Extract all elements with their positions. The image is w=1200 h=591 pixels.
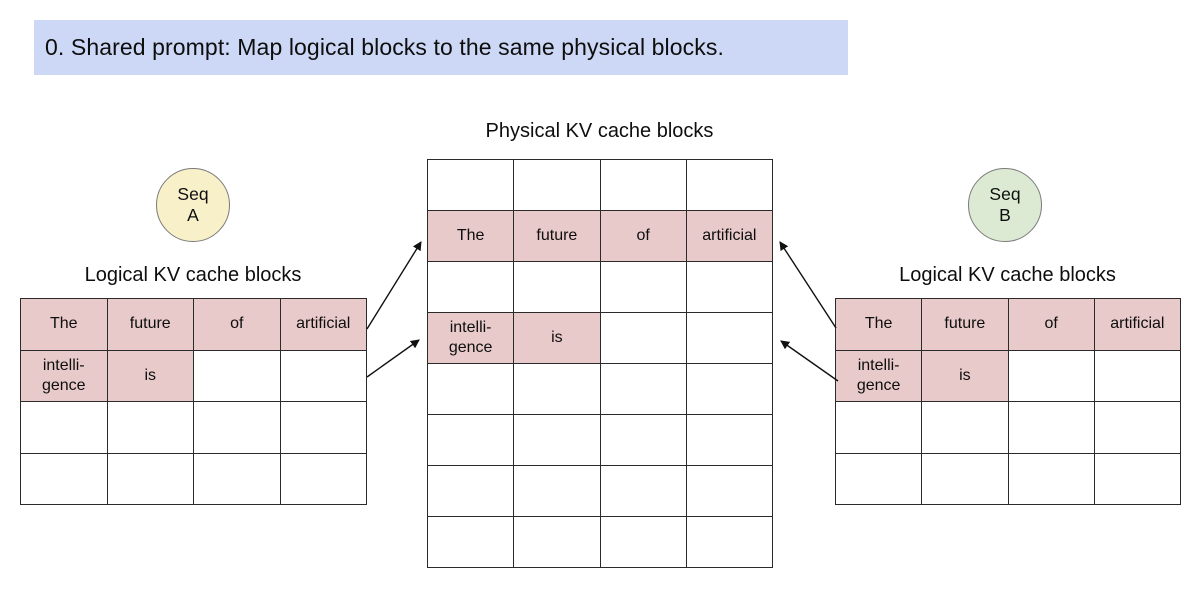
kv-block-cell-empty [686, 313, 773, 364]
kv-block-cell-filled: future [922, 299, 1009, 351]
kv-block-cell-empty [514, 262, 601, 313]
kv-block-cell-empty [1094, 453, 1181, 505]
kv-block-cell-empty [194, 402, 281, 454]
kv-block-cell-filled: The [836, 299, 923, 351]
logical-table-a-title: Logical KV cache blocks [84, 264, 302, 286]
kv-block-cell-filled: The [428, 211, 515, 262]
kv-block-cell-empty [428, 364, 515, 415]
title-banner-text: 0. Shared prompt: Map logical blocks to … [45, 34, 724, 60]
kv-block-cell-filled: is [107, 350, 194, 402]
kv-block-cell-empty [836, 453, 923, 505]
kv-block-cell-filled: intelli- gence [428, 313, 515, 364]
kv-block-cell-empty [686, 415, 773, 466]
kv-block-cell-empty [514, 415, 601, 466]
seq-a-label-line1: Seq [177, 183, 209, 204]
kv-block-cell-empty [21, 453, 108, 505]
kv-block-cell-empty [600, 313, 687, 364]
kv-block-cell-empty [514, 466, 601, 517]
kv-block-cell-empty [686, 160, 773, 211]
kv-block-cell-empty [600, 262, 687, 313]
kv-block-cell-filled: The [21, 299, 108, 351]
kv-block-cell-empty [686, 364, 773, 415]
seq-a-label-line2: A [187, 205, 199, 225]
kv-block-cell-empty [836, 402, 923, 454]
seq-b-label-line2: B [999, 205, 1011, 225]
kv-block-cell-empty [686, 466, 773, 517]
kv-block-cell-empty [600, 415, 687, 466]
kv-block-cell-empty [1008, 350, 1095, 402]
kv-block-cell-empty [280, 453, 367, 505]
kv-block-cell-empty [600, 517, 687, 568]
kv-block-cell-empty [21, 402, 108, 454]
kv-block-cell-empty [600, 364, 687, 415]
kv-block-cell-empty [1094, 402, 1181, 454]
kv-block-cell-filled: artificial [1094, 299, 1181, 351]
kv-block-cell-empty [428, 517, 515, 568]
arrow-seqB-block0-to-physical1 [779, 241, 837, 329]
kv-block-cell-filled: of [194, 299, 281, 351]
kv-block-cell-empty [514, 160, 601, 211]
kv-block-cell-filled: is [514, 313, 601, 364]
kv-block-cell-empty [1008, 453, 1095, 505]
kv-block-cell-filled: of [600, 211, 687, 262]
kv-block-cell-empty [107, 402, 194, 454]
kv-block-cell-empty [686, 262, 773, 313]
arrow-seqB-block1-to-physical3 [780, 340, 839, 382]
kv-block-cell-filled: intelli- gence [21, 350, 108, 402]
kv-block-cell-empty [280, 350, 367, 402]
seq-a-badge: Seq A [156, 168, 230, 242]
kv-block-cell-empty [600, 160, 687, 211]
kv-block-cell-filled: of [1008, 299, 1095, 351]
arrow-seqA-block1-to-physical3 [366, 339, 420, 378]
seq-b-label-line1: Seq [989, 183, 1021, 204]
kv-block-cell-empty [1094, 350, 1181, 402]
kv-block-cell-empty [428, 160, 515, 211]
kv-block-cell-empty [107, 453, 194, 505]
kv-block-cell-empty [686, 517, 773, 568]
kv-block-cell-filled: future [514, 211, 601, 262]
kv-block-cell-empty [922, 402, 1009, 454]
kv-block-cell-empty [280, 402, 367, 454]
kv-block-cell-empty [514, 364, 601, 415]
kv-block-cell-filled: future [107, 299, 194, 351]
kv-block-cell-filled: is [922, 350, 1009, 402]
title-banner: 0. Shared prompt: Map logical blocks to … [34, 20, 848, 75]
kv-block-cell-filled: artificial [686, 211, 773, 262]
kv-block-cell-empty [922, 453, 1009, 505]
seq-b-badge: Seq B [968, 168, 1042, 242]
kv-block-cell-empty [194, 453, 281, 505]
kv-block-cell-empty [428, 415, 515, 466]
kv-block-cell-empty [514, 517, 601, 568]
kv-block-cell-empty [194, 350, 281, 402]
kv-block-cell-filled: artificial [280, 299, 367, 351]
logical-table-b-title: Logical KV cache blocks [899, 264, 1116, 286]
kv-block-cell-empty [600, 466, 687, 517]
arrow-seqA-block0-to-physical1 [366, 241, 422, 330]
kv-block-cell-empty [1008, 402, 1095, 454]
kv-block-cell-empty [428, 466, 515, 517]
kv-block-cell-empty [428, 262, 515, 313]
kv-block-cell-filled: intelli- gence [836, 350, 923, 402]
physical-table-title: Physical KV cache blocks [485, 120, 714, 142]
